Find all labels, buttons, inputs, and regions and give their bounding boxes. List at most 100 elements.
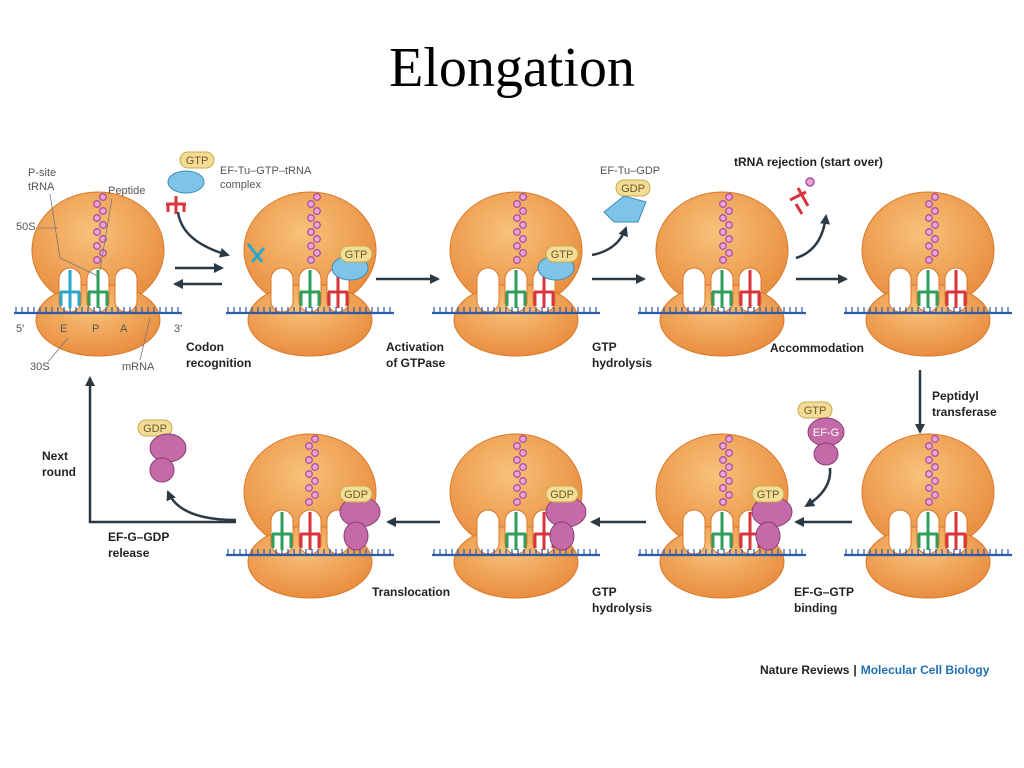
ribosome-stage-1 (14, 191, 182, 357)
mrna-strand (638, 307, 806, 315)
gtp-hydrolysis-1-label-2: hydrolysis (592, 356, 652, 370)
ef-g-label: EF-G (813, 427, 839, 439)
credit-subject: Molecular Cell Biology (860, 663, 990, 677)
ribosome-stage-5 (844, 191, 1012, 357)
gdp-label-eftu: GDP (621, 183, 645, 195)
ef-tu-gdp-complex: GDP (603, 179, 651, 223)
ribosome-stage-4 (638, 191, 806, 357)
trna-p-site (917, 270, 939, 308)
site-p-label: P (92, 323, 99, 335)
activation-label-2: of GTPase (386, 356, 446, 370)
trna-p-site (299, 512, 321, 550)
credit-line: Nature Reviews|Molecular Cell Biology (760, 663, 990, 677)
peptide-chain (93, 193, 107, 264)
peptide-chain (513, 435, 527, 506)
peptide-chain (307, 193, 321, 264)
trna-e-site (271, 512, 293, 550)
arrow-next-round (85, 376, 236, 524)
codon-recognition-label-1: Codon (186, 340, 224, 354)
slide-title: Elongation (389, 37, 635, 99)
ef-g-gtp-binding-label-2: binding (794, 601, 837, 615)
next-round-label-1: Next (42, 449, 68, 463)
peptide-chain (925, 435, 939, 506)
gtp-label-ternary: GTP (186, 155, 209, 167)
ef-g-gdp-complex: GDP (137, 419, 187, 483)
exiting-trna-icon (246, 243, 266, 263)
30s-label: 30S (30, 361, 50, 373)
mrna-strand (14, 307, 182, 315)
ribosome-stage-6 (844, 433, 1012, 599)
site-a-label: A (120, 323, 128, 335)
peptide-chain (305, 435, 319, 506)
gtp-pill-label: GTP (345, 249, 368, 261)
ribosome-stage-7: GTP (638, 433, 806, 599)
trna-p-site (505, 512, 527, 550)
ef-g-gtp-binding-label-1: EF-G–GTP (794, 585, 854, 599)
site-e-label: E (60, 323, 67, 335)
trna-p-site (505, 270, 527, 308)
ef-g-gtp-complex: GTP EF-G (797, 401, 845, 466)
gtp-pill-label: GTP (551, 249, 574, 261)
ternary-label-2: complex (220, 179, 261, 191)
trna-p-site (917, 512, 939, 550)
5-prime-label: 5′ (16, 323, 24, 335)
peptide-chain (719, 435, 733, 506)
peptide-chain (719, 193, 733, 264)
arrow-trna-reject (795, 214, 831, 260)
codon-recognition-label-2: recognition (186, 356, 251, 370)
next-round-label-2: round (42, 465, 76, 479)
rejected-trna-icon (789, 177, 815, 215)
trna-p-site (711, 270, 733, 308)
mrna-strand (844, 549, 1012, 557)
translocation-label: Translocation (372, 585, 450, 599)
peptide-chain (925, 193, 939, 264)
gdp-label-efg: GDP (143, 423, 167, 435)
50s-label: 50S (16, 221, 36, 233)
ribosome-stage-9: GDP (226, 433, 394, 599)
ribosome-stage-2: GTP (226, 191, 394, 357)
accommodation-label: Accommodation (770, 341, 864, 355)
ternary-complex: GTP (166, 151, 215, 214)
ef-tu-gdp-label: EF-Tu–GDP (600, 165, 660, 177)
mrna-strand (432, 307, 600, 315)
gtp-label-efg: GTP (804, 405, 827, 417)
ribosome-stage-3: GTP (432, 191, 600, 357)
p-site-trna-label-1: P-site (28, 167, 56, 179)
trna-p-site (299, 270, 321, 308)
mrna-label: mRNA (122, 361, 155, 373)
gtp-hydrolysis-2-label-2: hydrolysis (592, 601, 652, 615)
efg-pill-label: GDP (344, 489, 368, 501)
mrna-strand (226, 307, 394, 315)
peptide-chain (513, 193, 527, 264)
peptidyl-transferase-label-2: transferase (932, 405, 997, 419)
arrow-efg-in (804, 467, 832, 508)
credit-journal: Nature Reviews (760, 663, 850, 677)
ef-g-gdp-release-label-2: release (108, 546, 150, 560)
efg-pill-label: GTP (757, 489, 780, 501)
trna-rejection-label: tRNA rejection (start over) (734, 155, 883, 169)
trna-p-site (87, 270, 109, 308)
3-prime-label: 3′ (174, 323, 182, 335)
trna-e-site (59, 270, 81, 308)
gtp-hydrolysis-2-label-1: GTP (592, 585, 617, 599)
activation-label-1: Activation (386, 340, 444, 354)
ternary-label-1: EF-Tu–GTP–tRNA (220, 165, 312, 177)
p-site-trna-label-2: tRNA (28, 181, 55, 193)
arrow-eftu-gdp-out (591, 226, 628, 257)
trna-a-site (945, 270, 967, 308)
incoming-trna-icon (166, 196, 186, 214)
arrow-ternary-in (176, 211, 230, 258)
trna-a-site (739, 270, 761, 308)
peptidyl-transferase-label-1: Peptidyl (932, 389, 979, 403)
trna-p-site (711, 512, 733, 550)
gtp-hydrolysis-1-label-1: GTP (592, 340, 617, 354)
peptide-label: Peptide (108, 185, 145, 197)
arrow-efg-gdp-out (166, 490, 237, 522)
ribosome-stage-8: GDP (432, 433, 600, 599)
mrna-strand (226, 549, 394, 557)
mrna-strand (432, 549, 600, 557)
ef-g-gdp-release-label-1: EF-G–GDP (108, 530, 169, 544)
mrna-strand (844, 307, 1012, 315)
trna-a-site (945, 512, 967, 550)
